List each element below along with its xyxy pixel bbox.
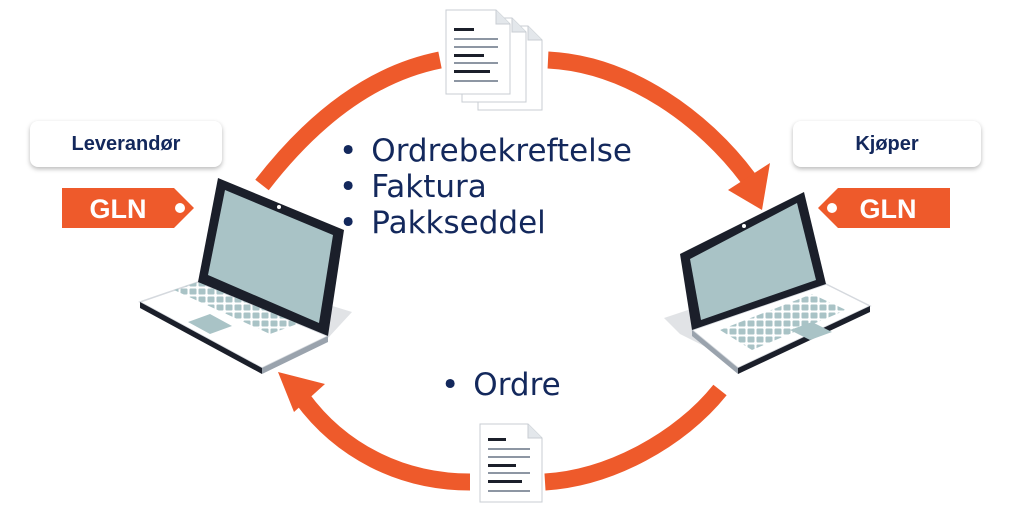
document-icon [479, 423, 543, 503]
document-item: Ordrebekreftelse [339, 133, 632, 169]
supplier-gln-tag: GLN [62, 188, 194, 228]
flow-arrows [255, 51, 755, 491]
document-item: Pakkseddel [339, 205, 632, 241]
arrow-top-right-arc [547, 51, 755, 184]
buyer-laptop-icon [664, 192, 872, 374]
document-item: Faktura [339, 169, 632, 205]
buyer-gln-tag: GLN [818, 188, 950, 228]
to-buyer-document-list: Ordrebekreftelse Faktura Pakkseddel [339, 133, 632, 241]
arrow-bottom-right-arc [544, 384, 727, 491]
arrow-head-to-buyer [728, 163, 770, 210]
arrow-top-left-arc [255, 51, 442, 191]
to-supplier-document-list: Ordre [441, 367, 560, 403]
buyer-label: Kjøper [793, 121, 981, 167]
document-item: Ordre [441, 367, 560, 403]
supplier-laptop-icon [138, 178, 352, 374]
document-stack-icon [445, 9, 543, 111]
arrow-bottom-left-arc [295, 392, 471, 491]
supplier-gln-text: GLN [90, 194, 147, 224]
buyer-gln-text: GLN [860, 194, 917, 224]
arrow-head-to-supplier [278, 372, 325, 412]
supplier-label: Leverandør [30, 121, 222, 167]
